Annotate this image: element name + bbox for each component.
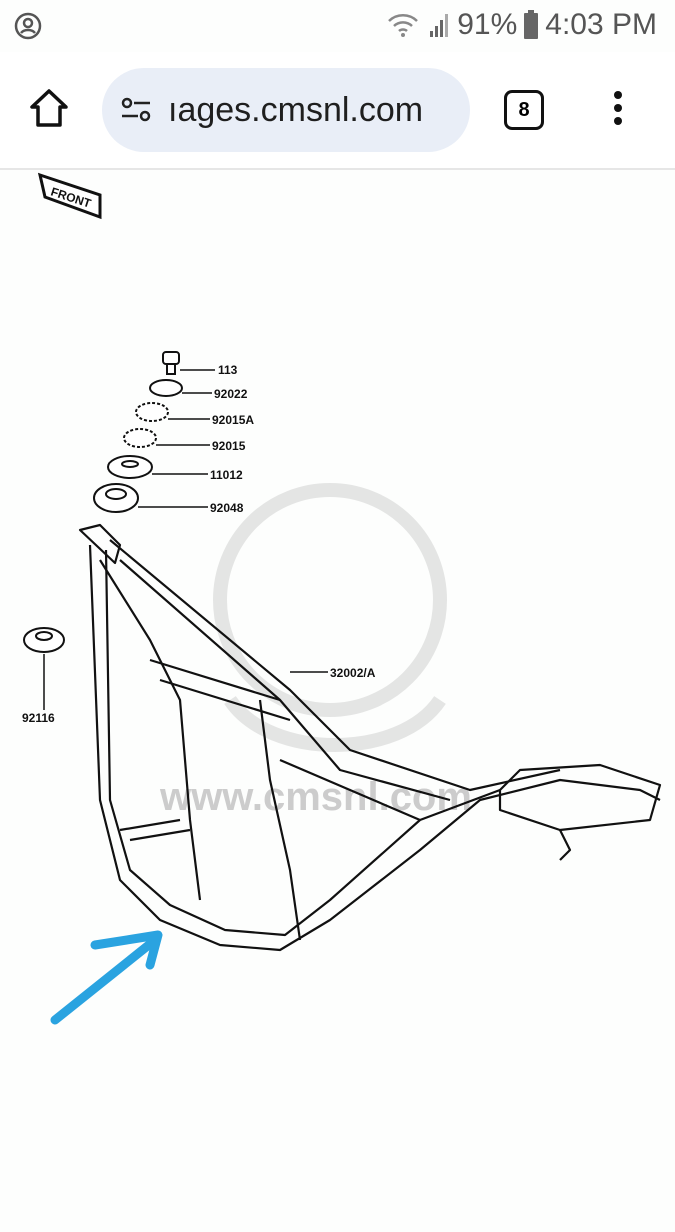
wifi-icon bbox=[388, 14, 419, 37]
tab-switcher-button[interactable]: 8 bbox=[504, 90, 544, 130]
site-settings-icon[interactable] bbox=[120, 96, 154, 124]
part-number-label: 92022 bbox=[214, 387, 248, 401]
home-icon[interactable] bbox=[28, 88, 70, 128]
part-number-label: 11012 bbox=[210, 468, 243, 482]
address-bar[interactable]: ıages.cmsnl.com bbox=[102, 68, 470, 152]
battery-percent: 91% bbox=[457, 8, 518, 41]
frame-parts-diagram: www.cmsnl.com FRONT 113 92022 92015A 920… bbox=[22, 172, 662, 1025]
more-menu-icon[interactable] bbox=[612, 90, 624, 126]
clock: 4:03 PM bbox=[545, 8, 657, 41]
part-number-label: 113 bbox=[218, 363, 238, 377]
page-heading-partial bbox=[38, 1186, 50, 1230]
status-bar: 91% 4:03 PM bbox=[0, 0, 675, 52]
page-content: www.cmsnl.com FRONT 113 92022 92015A 920… bbox=[0, 170, 675, 1200]
part-number-label: 92048 bbox=[210, 501, 244, 515]
watermark-text: www.cmsnl.com bbox=[159, 775, 472, 819]
account-icon bbox=[14, 12, 42, 40]
part-number-label: 32002/A bbox=[330, 666, 376, 680]
part-number-label: 92015 bbox=[212, 439, 246, 453]
blue-arrow-annotation bbox=[50, 930, 163, 1025]
front-arrow-icon: FRONT bbox=[37, 172, 102, 220]
watermark bbox=[213, 483, 447, 752]
browser-toolbar: ıages.cmsnl.com 8 bbox=[0, 52, 675, 170]
signal-icon bbox=[430, 14, 449, 37]
battery-icon bbox=[524, 10, 539, 39]
motorcycle-frame bbox=[78, 523, 662, 952]
part-number-label: 92015A bbox=[212, 413, 254, 427]
url-text: ıages.cmsnl.com bbox=[168, 90, 424, 129]
part-number-label: 92116 bbox=[22, 711, 55, 725]
